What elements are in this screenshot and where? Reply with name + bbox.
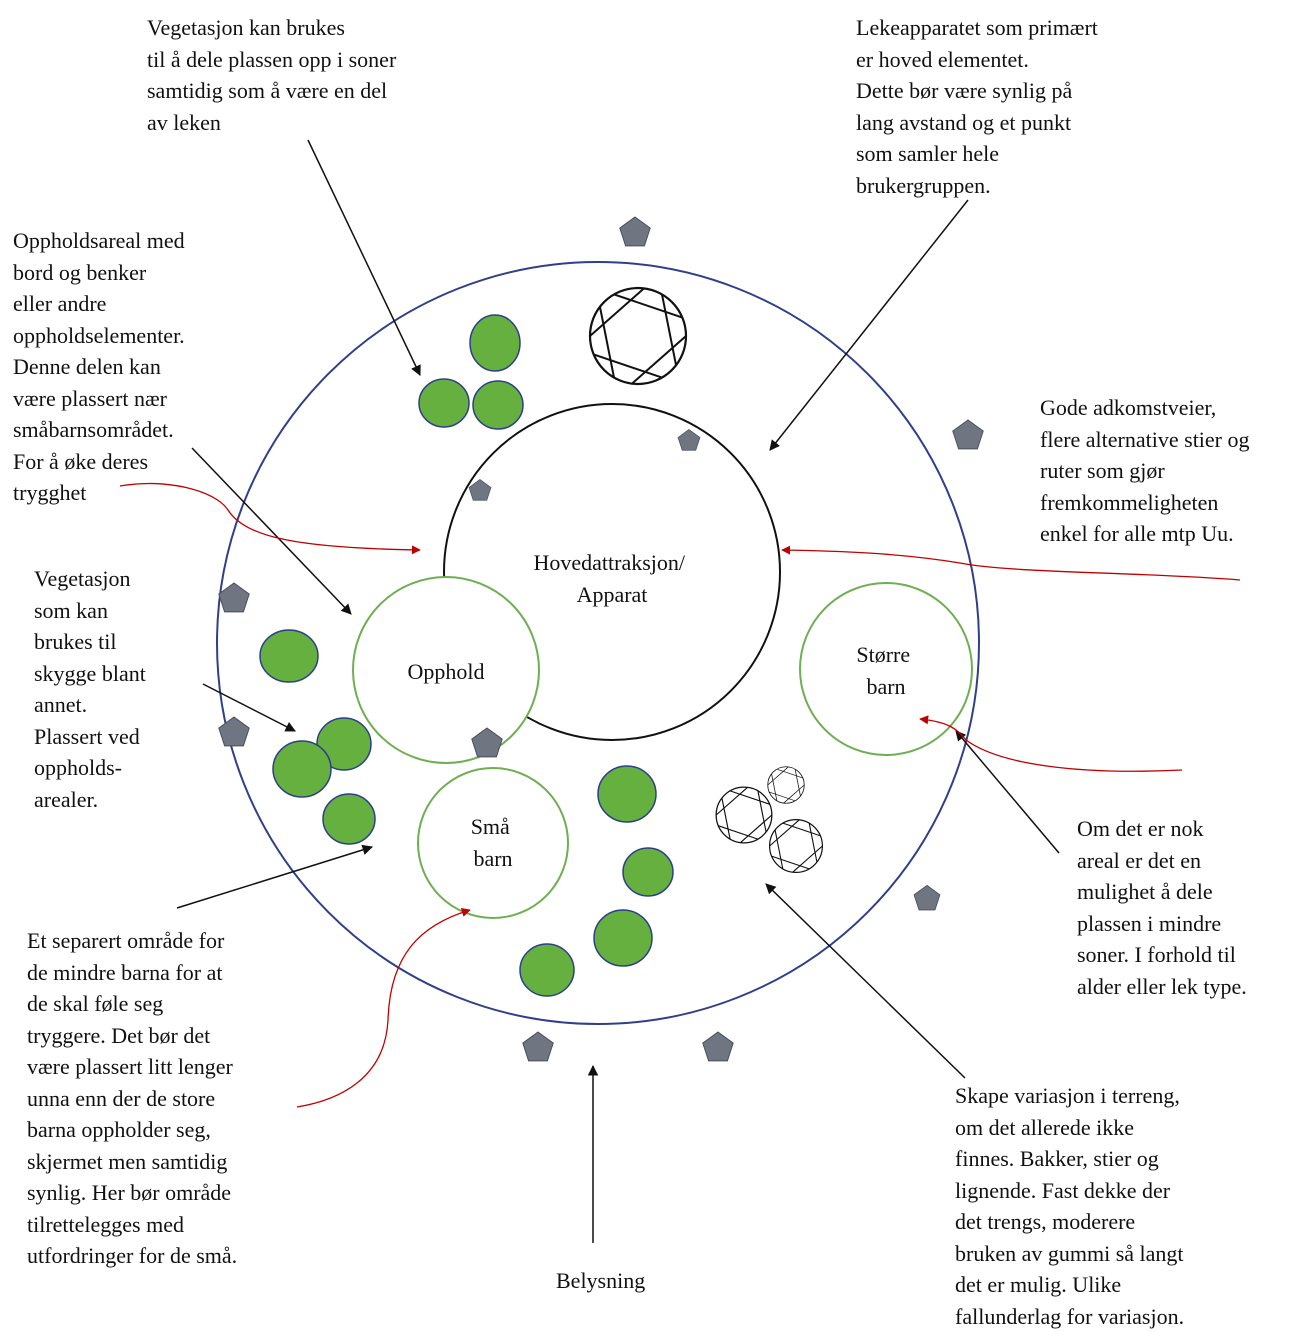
tree-icon	[272, 740, 332, 798]
shade-arrow	[202, 683, 296, 732]
older-children-label-line-1: Større	[856, 642, 910, 667]
main-attraction-ring	[443, 403, 781, 741]
terrain-arrow	[765, 883, 966, 1079]
older-children-zone-ring	[799, 582, 973, 756]
lamp-pentagon-icon	[702, 1031, 734, 1062]
outer-boundary-ring	[216, 261, 980, 1025]
play-equipment-arrow	[769, 199, 969, 451]
tree-icon	[593, 909, 653, 967]
small-children-label-line-2: barn	[473, 846, 512, 871]
note-play-equipment: Lekeapparatet som primært er hoved eleme…	[856, 15, 1098, 198]
tree-icon	[316, 717, 372, 771]
lamp-pentagon-icon	[952, 419, 984, 450]
main-attraction-label-line-1: Hovedattraksjon/	[533, 550, 685, 575]
play-equipment-aperture-icon	[767, 766, 805, 804]
access-path-arrow-older	[919, 715, 1183, 772]
tree-icon	[472, 380, 524, 430]
small-children-label: Små barn	[471, 814, 516, 871]
lamp-pentagon-icon	[218, 716, 250, 747]
small-children-label-line-1: Små	[471, 814, 510, 839]
older-children-label: Større barn	[856, 642, 915, 699]
note-shade-vegetation: Vegetasjon som kan brukes til skygge bla…	[34, 566, 146, 812]
stay-zone-ring	[352, 576, 540, 764]
play-equipment-aperture-icon	[768, 818, 824, 874]
lamp-pentagon-icon	[677, 429, 701, 451]
tree-icon	[597, 765, 657, 823]
tree-icon	[469, 314, 521, 372]
older-children-label-line-2: barn	[866, 674, 905, 699]
main-attraction-label-line-2: Apparat	[577, 582, 648, 607]
tree-icon	[418, 378, 470, 428]
main-play-equipment-aperture-icon	[588, 286, 688, 386]
lamp-pentagon-icon	[468, 479, 492, 501]
lamp-pentagon-icon	[913, 884, 941, 911]
tree-icon	[622, 847, 674, 897]
vegetation-zones-arrow	[307, 139, 421, 376]
note-terrain-variation: Skape variasjon i terreng, om det allere…	[955, 1083, 1185, 1329]
access-path-arrow-left	[119, 482, 421, 555]
lamp-pentagon-icon	[218, 582, 250, 613]
subzones-arrow	[955, 730, 1060, 854]
tree-group	[259, 314, 674, 997]
tree-icon	[259, 629, 319, 683]
play-equipment-aperture-icon	[715, 786, 773, 844]
lamp-pentagon-icon	[619, 216, 651, 247]
note-subzones: Om det er nok areal er det en mulighet å…	[1077, 816, 1247, 999]
main-attraction-label: Hovedattraksjon/ Apparat	[533, 550, 690, 607]
note-vegetation-zones: Vegetasjon kan brukes til å dele plassen…	[147, 15, 397, 135]
note-lighting: Belysning	[556, 1268, 646, 1293]
access-path-arrow-small	[296, 907, 471, 1108]
tree-icon	[519, 943, 575, 997]
access-path-arrow-right	[781, 545, 1241, 581]
note-access-routes: Gode adkomstveier, flere alternative sti…	[1040, 395, 1250, 546]
note-seating-area: Oppholdsareal med bord og benker eller a…	[13, 228, 185, 505]
stay-zone-label: Opphold	[408, 659, 485, 684]
seating-arrow	[191, 447, 352, 615]
lamp-pentagon-icon	[522, 1031, 554, 1062]
small-children-zone-ring	[417, 767, 569, 919]
note-small-children-area: Et separert område for de mindre barna f…	[27, 928, 238, 1268]
tree-icon	[322, 793, 376, 845]
small-children-arrow	[176, 844, 374, 909]
